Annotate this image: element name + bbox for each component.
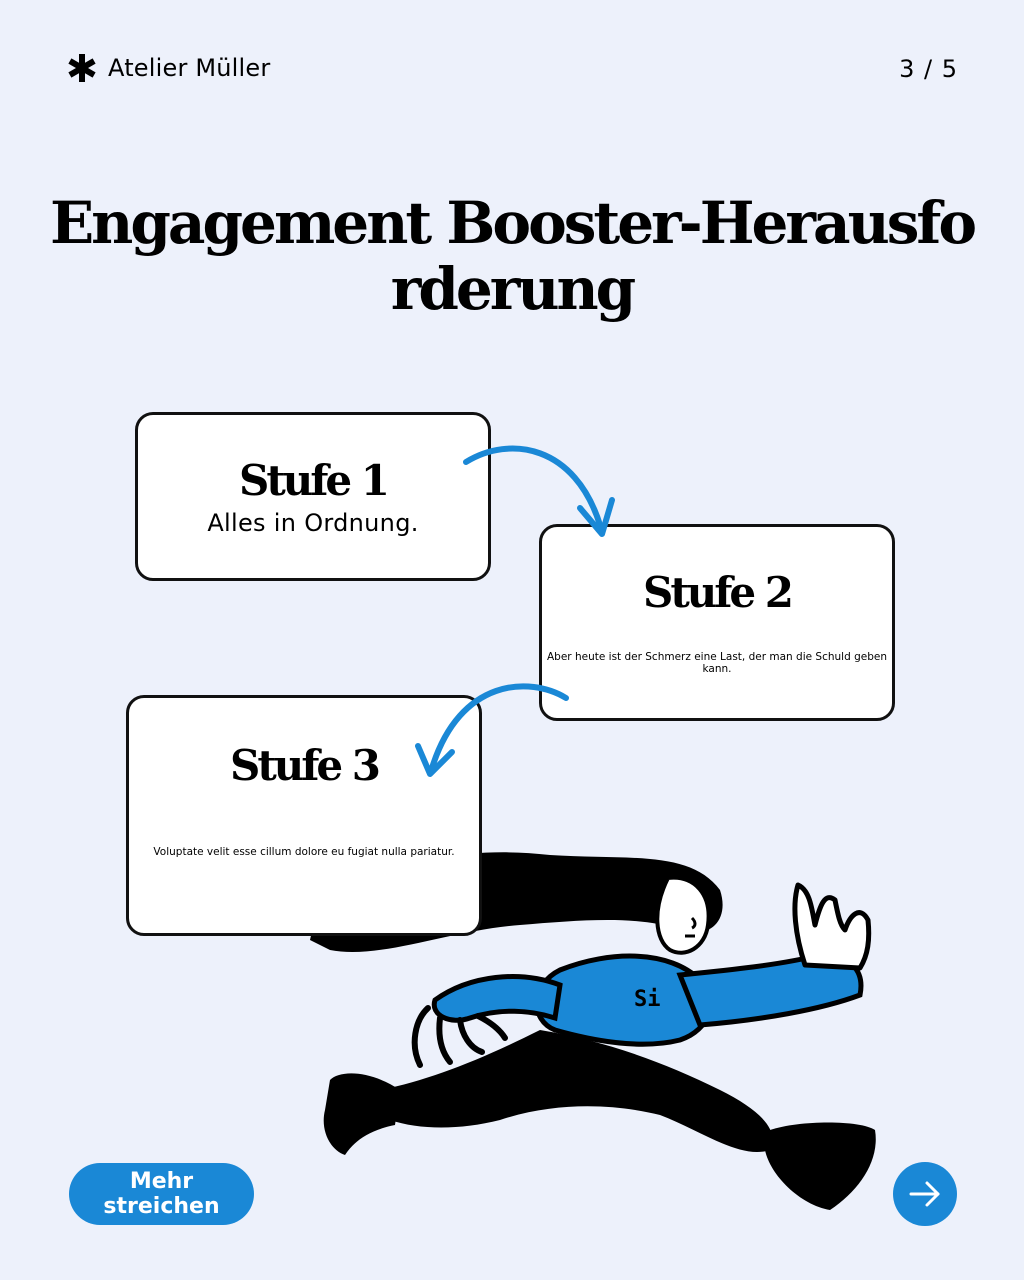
step-card-1: Stufe 1 Alles in Ordnung. <box>135 412 491 581</box>
step-card-3: Stufe 3 Voluptate velit esse cillum dolo… <box>126 695 482 936</box>
step-text: Alles in Ordnung. <box>207 509 419 537</box>
step-text: Aber heute ist der Schmerz eine Last, de… <box>547 651 887 675</box>
page-counter: 3 / 5 <box>899 55 958 83</box>
brand-name: Atelier Müller <box>108 54 271 82</box>
step-text: Voluptate velit esse cillum dolore eu fu… <box>153 846 455 858</box>
next-button[interactable] <box>893 1162 957 1226</box>
step-heading: Stufe 1 <box>239 456 390 505</box>
curved-arrow-icon <box>463 445 615 537</box>
curved-arrow-icon <box>415 683 569 777</box>
page-title: Engagement Booster-Herausforderung <box>49 189 977 323</box>
brand: Atelier Müller <box>66 52 270 84</box>
step-heading: Stufe 3 <box>230 741 381 790</box>
step-heading: Stufe 2 <box>643 568 794 617</box>
shirt-text: Si <box>634 987 661 1012</box>
more-swipe-button[interactable]: Mehr streichen <box>69 1163 254 1225</box>
arrow-right-icon <box>909 1181 940 1207</box>
asterisk-icon <box>68 54 96 82</box>
step-card-2: Stufe 2 Aber heute ist der Schmerz eine … <box>539 524 895 721</box>
